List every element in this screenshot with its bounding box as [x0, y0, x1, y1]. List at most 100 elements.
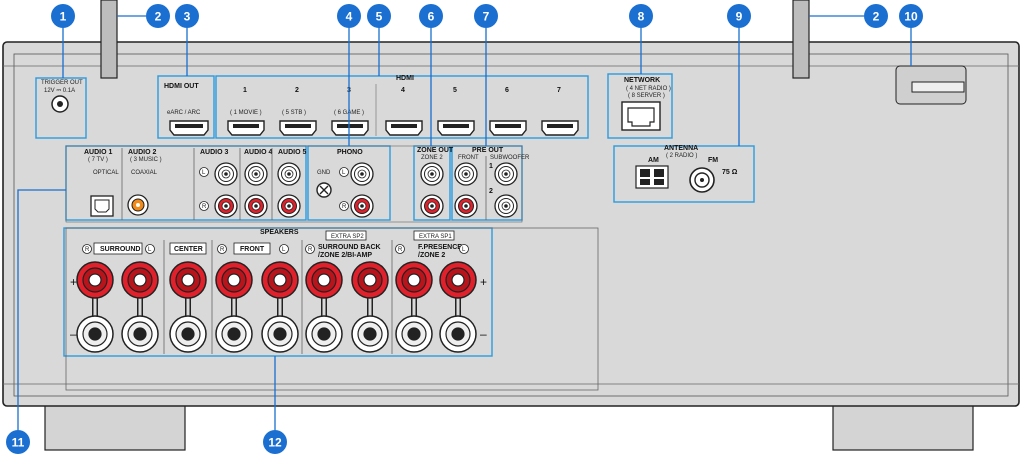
extra-sp1-label: EXTRA SP1 — [419, 234, 452, 240]
speaker-terminal-minus-icon[interactable] — [395, 315, 433, 353]
callout-badge-3: 3 — [175, 4, 199, 28]
speaker-terminal-plus-icon[interactable] — [395, 261, 433, 299]
callout-number: 12 — [268, 436, 282, 450]
hdmi-input-4: 4 — [385, 87, 423, 136]
audio-inputs-section: AUDIO 1 ( 7 TV ) OPTICAL AUDIO 2 ( 3 MUS… — [84, 148, 307, 220]
speakers-section: SPEAKERS SURROUND CENTER FRONT EXTRA SP2… — [70, 229, 487, 354]
speaker-terminal-pair — [76, 261, 114, 353]
audio5-title: AUDIO 5 — [278, 149, 307, 156]
speaker-terminal-pair — [395, 261, 433, 353]
phono-gnd-label: GND — [317, 170, 331, 176]
speaker-terminal-minus-icon[interactable] — [439, 315, 477, 353]
front-l-marker: L — [282, 247, 286, 253]
callout-number: 11 — [12, 436, 25, 450]
surround-label: SURROUND — [100, 246, 140, 253]
wireless-antenna-left — [100, 0, 118, 79]
audio3-l-jack-icon[interactable] — [214, 162, 238, 186]
pre-out-sub-label: SUBWOOFER — [490, 155, 530, 161]
optical-label: OPTICAL — [93, 170, 119, 176]
audio5-r-jack-icon[interactable] — [277, 194, 301, 218]
speaker-terminal-plus-icon[interactable] — [121, 261, 159, 299]
speaker-terminal-minus-icon[interactable] — [169, 315, 207, 353]
f-presence-label: F.PRESENCE — [418, 244, 462, 251]
hdmi-input-2: 2 ( 5 STB ) — [279, 87, 317, 136]
speaker-terminal-plus-icon[interactable] — [76, 261, 114, 299]
rca-jacks — [214, 162, 518, 218]
hdmi-input-number: 1 — [243, 87, 247, 94]
callout-badge-12: 12 — [263, 430, 287, 454]
speaker-terminal-plus-icon[interactable] — [215, 261, 253, 299]
center-label: CENTER — [174, 246, 203, 253]
callout-number: 2 — [873, 10, 880, 24]
phono-l-marker: L — [342, 170, 346, 176]
audio-region — [65, 145, 523, 223]
callout-number: 7 — [483, 10, 490, 24]
callout-badge-2: 2 — [864, 4, 888, 28]
hdmi-input-1: 1( 1 MOVIE ) — [227, 87, 265, 136]
hdmi-input-7: 7 — [541, 87, 579, 136]
antenna-fm-ohm: 75 Ω — [722, 169, 738, 176]
hdmi-input-number: 5 — [453, 87, 457, 94]
hdmi-input-number: 4 — [401, 87, 405, 94]
antenna-am-label: AM — [648, 157, 659, 164]
audio3-r-jack-icon[interactable] — [214, 194, 238, 218]
hdmi-out-sub: eARC / ARC — [167, 110, 201, 116]
pre-out-front-l-jack-icon[interactable] — [454, 162, 478, 186]
speaker-terminal-minus-icon[interactable] — [261, 315, 299, 353]
speaker-terminal-plus-icon[interactable] — [305, 261, 343, 299]
speaker-terminal-minus-icon[interactable] — [76, 315, 114, 353]
coaxial-label: COAXIAL — [131, 170, 158, 176]
callout-badge-7: 7 — [474, 4, 498, 28]
callout-badge-4: 4 — [337, 4, 361, 28]
hdmi-input-6: 6 — [489, 87, 527, 136]
zone-out-l-jack-icon[interactable] — [420, 162, 444, 186]
audio4-r-jack-icon[interactable] — [244, 194, 268, 218]
callout-number: 5 — [376, 10, 383, 24]
hdmi-out-section: HDMI OUT eARC / ARC — [164, 83, 209, 136]
zone-out-section: ZONE OUT ZONE 2 — [417, 147, 454, 161]
callout-number: 2 — [155, 10, 162, 24]
speaker-terminal-minus-icon[interactable] — [305, 315, 343, 353]
callout-number: 6 — [428, 10, 435, 24]
speaker-terminal-plus-icon[interactable] — [351, 261, 389, 299]
audio1-sub: ( 7 TV ) — [88, 157, 108, 163]
callout-number: 8 — [638, 10, 645, 24]
hdmi-input-sub: ( 5 STB ) — [282, 110, 306, 116]
zone2-biamp-label: /ZONE 2/BI-AMP — [318, 252, 372, 259]
speaker-terminal-minus-icon[interactable] — [215, 315, 253, 353]
speaker-terminal-minus-icon[interactable] — [121, 315, 159, 353]
audio3-title: AUDIO 3 — [200, 149, 229, 156]
hdmi-input-number: 2 — [295, 87, 299, 94]
plus-right: + — [480, 275, 487, 289]
subwoofer1-jack-icon[interactable] — [494, 162, 518, 186]
audio4-l-jack-icon[interactable] — [244, 162, 268, 186]
sb-r-marker: R — [308, 247, 313, 253]
speaker-terminal-plus-icon[interactable] — [261, 261, 299, 299]
trigger-out-section: TRIGGER OUT 12V ⎓ 0.1A — [41, 80, 83, 113]
network-sub2: ( 8 SERVER ) — [628, 93, 665, 99]
antenna-section: ANTENNA ( 2 RADIO ) AM FM 75 Ω — [635, 145, 738, 193]
phono-r-jack-icon[interactable] — [350, 194, 374, 218]
extra-sp2-label: EXTRA SP2 — [331, 234, 364, 240]
speaker-terminal-minus-icon[interactable] — [351, 315, 389, 353]
fp-l-marker: L — [462, 247, 466, 253]
audio5-l-jack-icon[interactable] — [277, 162, 301, 186]
zone-out-r-jack-icon[interactable] — [420, 194, 444, 218]
phono-section: PHONO GND L R — [316, 149, 363, 211]
surround-r-marker: R — [85, 247, 90, 253]
pre-out-front-r-jack-icon[interactable] — [454, 194, 478, 218]
speaker-terminal-plus-icon[interactable] — [169, 261, 207, 299]
zone-out-title: ZONE OUT — [417, 147, 454, 154]
hdmi-port-slot — [337, 124, 363, 128]
callout-number: 1 — [60, 10, 67, 24]
fp-r-marker: R — [398, 247, 403, 253]
optical-port-icon[interactable] — [90, 195, 114, 217]
callout-badge-10: 10 — [899, 4, 923, 28]
phono-l-jack-icon[interactable] — [350, 162, 374, 186]
speaker-terminal-plus-icon[interactable] — [439, 261, 477, 299]
subwoofer2-jack-icon[interactable] — [494, 194, 518, 218]
hdmi-port-slot — [443, 124, 469, 128]
